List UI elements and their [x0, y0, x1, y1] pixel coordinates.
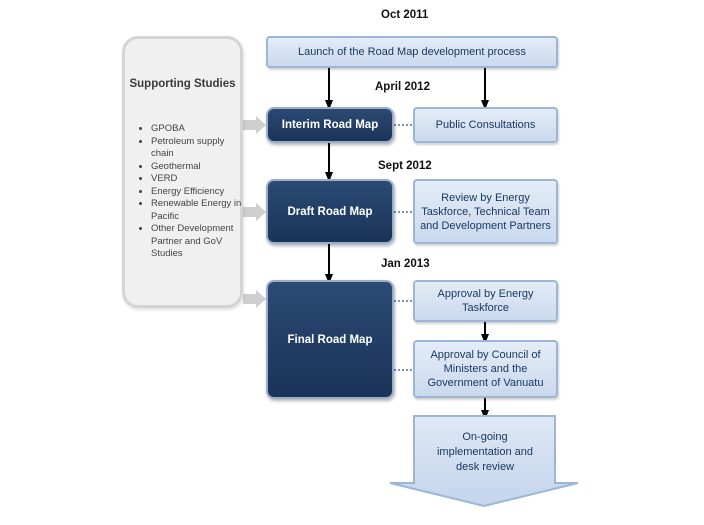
study-item: Renewable Energy in Pacific — [151, 198, 247, 223]
ongoing-implementation-label: On-going implementation and desk review — [436, 431, 533, 473]
ongoing-big-arrow — [389, 415, 579, 508]
approval-taskforce-box: Approval by Energy Taskforce — [413, 280, 558, 322]
public-consultations-box: Public Consultations — [413, 107, 558, 143]
launch-box: Launch of the Road Map development proce… — [266, 36, 558, 68]
study-item: Energy Efficiency — [151, 186, 247, 199]
date-oct-2011: Oct 2011 — [381, 9, 429, 21]
date-sept-2012: Sept 2012 — [378, 160, 432, 172]
supporting-studies-title: Supporting Studies — [129, 78, 236, 90]
support-arrow-draft — [243, 203, 266, 221]
approval-council-box: Approval by Council of Ministers and the… — [413, 340, 558, 398]
study-item: Other Development Partner and GoV Studie… — [151, 223, 247, 261]
review-box: Review by Energy Taskforce, Technical Te… — [413, 179, 558, 244]
supporting-studies-list: GPOBA Petroleum supply chain Geothermal … — [139, 123, 247, 261]
support-arrow-final — [243, 290, 266, 308]
interim-road-map-box: Interim Road Map — [266, 107, 394, 143]
study-item: Petroleum supply chain — [151, 136, 247, 161]
draft-road-map-box: Draft Road Map — [266, 179, 394, 244]
support-arrow-interim — [243, 116, 266, 134]
date-april-2012: April 2012 — [375, 81, 430, 93]
study-item: Geothermal — [151, 161, 247, 174]
final-road-map-box: Final Road Map — [266, 280, 394, 399]
study-item: GPOBA — [151, 123, 247, 136]
supporting-studies-panel: Supporting Studies GPOBA Petroleum suppl… — [122, 36, 243, 308]
study-item: VERD — [151, 173, 247, 186]
date-jan-2013: Jan 2013 — [381, 258, 430, 270]
